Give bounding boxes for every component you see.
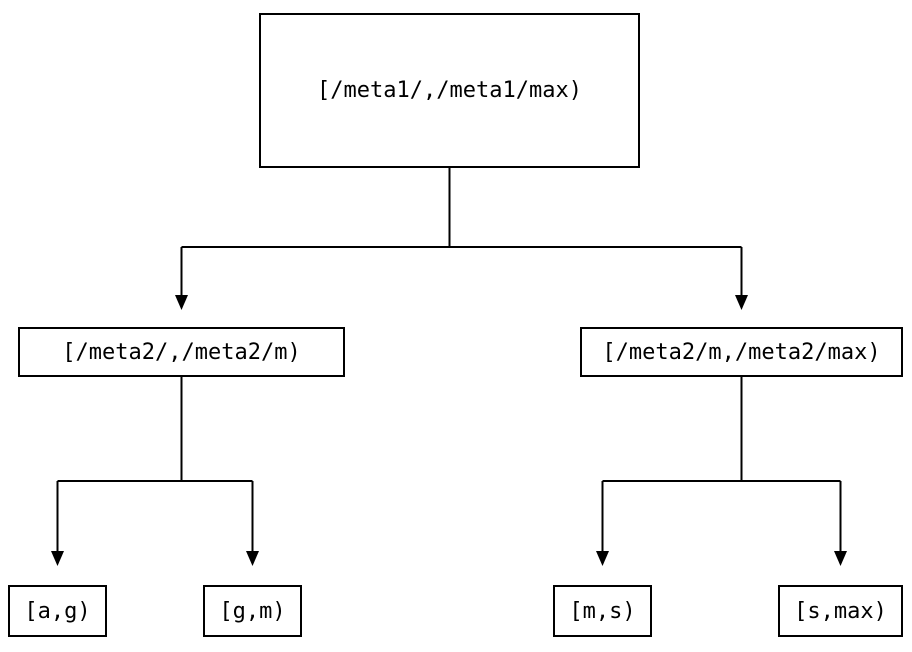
edge-left-node-to-leaves bbox=[51, 377, 259, 566]
node-leaf-m-s: [m,s) bbox=[553, 585, 652, 637]
connector-line bbox=[180, 168, 743, 295]
arrowhead-icon bbox=[175, 295, 188, 310]
arrowhead-icon bbox=[596, 551, 609, 566]
node-meta2-low-interval: [/meta2/,/meta2/m) bbox=[18, 327, 345, 377]
arrowhead-icon bbox=[735, 295, 748, 310]
edge-right-node-to-leaves bbox=[596, 377, 847, 566]
connector-line bbox=[56, 377, 254, 551]
arrowhead-icon bbox=[834, 551, 847, 566]
node-leaf-s-max: [s,max) bbox=[778, 585, 903, 637]
node-leaf-g-m: [g,m) bbox=[203, 585, 302, 637]
arrowhead-icon bbox=[51, 551, 64, 566]
node-leaf-a-g: [a,g) bbox=[8, 585, 107, 637]
edge-root-to-children bbox=[175, 168, 748, 310]
connector-line bbox=[601, 377, 842, 551]
arrowhead-icon bbox=[246, 551, 259, 566]
node-root-interval: [/meta1/,/meta1/max) bbox=[259, 13, 640, 168]
node-meta2-high-interval: [/meta2/m,/meta2/max) bbox=[580, 327, 903, 377]
